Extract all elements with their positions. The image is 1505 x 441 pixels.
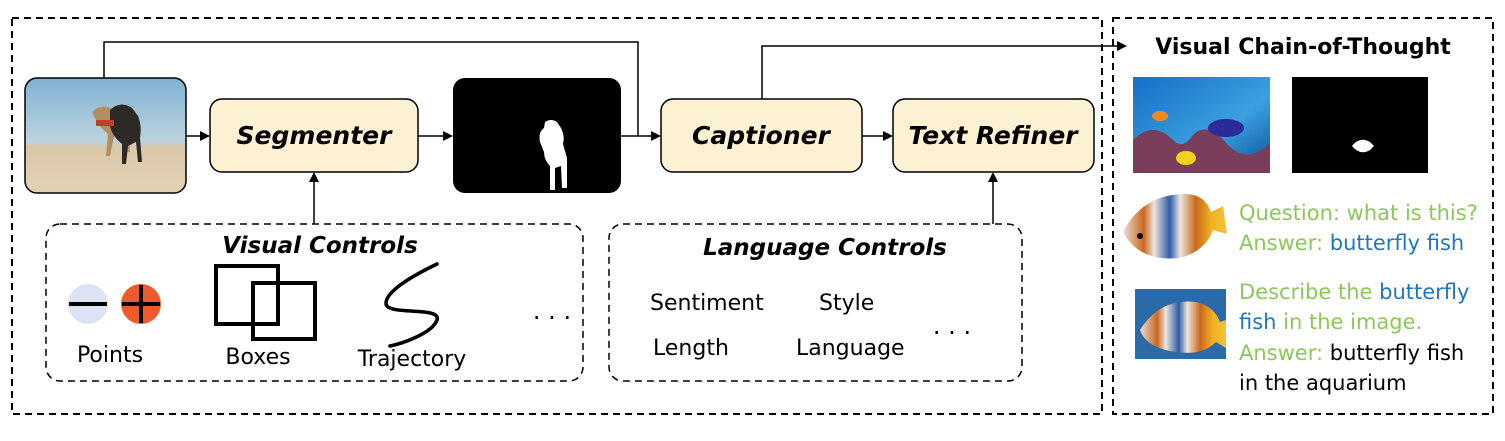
sentiment-label: Sentiment <box>650 291 764 316</box>
qa2-answer-line2: in the aquarium <box>1239 371 1407 395</box>
visual-controls-panel: Visual Controls Points Boxes Trajectory … <box>45 223 584 382</box>
butterfly-fish-crop-2 <box>1135 289 1226 359</box>
text-refiner-box: Text Refiner <box>892 98 1095 173</box>
language-controls-panel: Language Controls Sentiment Style Length… <box>608 223 1023 382</box>
qa2-line2: fish in the image. <box>1239 310 1422 334</box>
segmenter-label: Segmenter <box>237 121 394 150</box>
qa1-answer-prefix: Answer: <box>1239 231 1330 255</box>
qa2-answer-prefix: Answer: <box>1239 341 1330 365</box>
text-refiner-label: Text Refiner <box>908 121 1079 150</box>
fish-blue-icon <box>1208 119 1244 137</box>
boxes-label: Boxes <box>225 345 290 370</box>
qa2-line1-prefix: Describe the <box>1239 280 1379 304</box>
arrow-captioner-to-cot <box>761 41 1127 99</box>
mask-image <box>453 78 621 193</box>
segmenter-box: Segmenter <box>209 98 419 173</box>
length-label: Length <box>653 336 729 361</box>
qa2-line2-highlight: fish <box>1239 310 1276 334</box>
fish-orange-icon <box>1152 111 1168 121</box>
qa2-line2-suffix: in the image. <box>1276 310 1422 334</box>
visual-controls-ellipsis: · · · <box>533 304 571 332</box>
input-image <box>24 77 187 194</box>
fish-mask-image <box>1292 77 1428 173</box>
main-panel-frame <box>11 17 1103 415</box>
fish-yellow-icon <box>1176 151 1196 165</box>
style-label: Style <box>819 291 874 316</box>
box-icon-front <box>251 281 317 341</box>
captioner-label: Captioner <box>692 121 832 150</box>
qa1-answer-value: butterfly fish <box>1330 231 1464 255</box>
dog-mask-silhouette <box>539 120 567 190</box>
qa2-answer-line1: Answer: butterfly fish <box>1239 341 1464 365</box>
trajectory-label: Trajectory <box>357 347 467 372</box>
language-label: Language <box>796 336 905 361</box>
box-icon-back <box>214 264 280 326</box>
visual-cot-panel: Visual Chain-of-Thought Question: what i… <box>1123 35 1478 395</box>
qa1-answer: Answer: butterfly fish <box>1239 231 1464 255</box>
qa1-question: Question: what is this? <box>1239 201 1478 225</box>
qa2-answer-value: butterfly fish <box>1330 341 1464 365</box>
qa2-line1: Describe the butterfly <box>1239 280 1469 304</box>
trajectory-icon <box>384 262 439 348</box>
aquarium-image <box>1133 77 1270 173</box>
butterfly-fish-crop-1 <box>1123 194 1227 259</box>
language-controls-ellipsis: · · · <box>933 319 971 347</box>
cot-panel-frame <box>1112 17 1494 415</box>
visual-cot-title: Visual Chain-of-Thought <box>1155 35 1451 60</box>
visual-controls-title: Visual Controls <box>222 233 418 259</box>
language-controls-title: Language Controls <box>703 235 947 261</box>
qa2-line1-highlight: butterfly <box>1379 280 1469 304</box>
arrow-image-bypass-to-captioner <box>103 41 639 136</box>
captioner-box: Captioner <box>660 98 863 173</box>
points-label: Points <box>77 343 143 368</box>
dog-silhouette-right <box>110 104 142 164</box>
toy-in-mouth <box>96 120 114 126</box>
